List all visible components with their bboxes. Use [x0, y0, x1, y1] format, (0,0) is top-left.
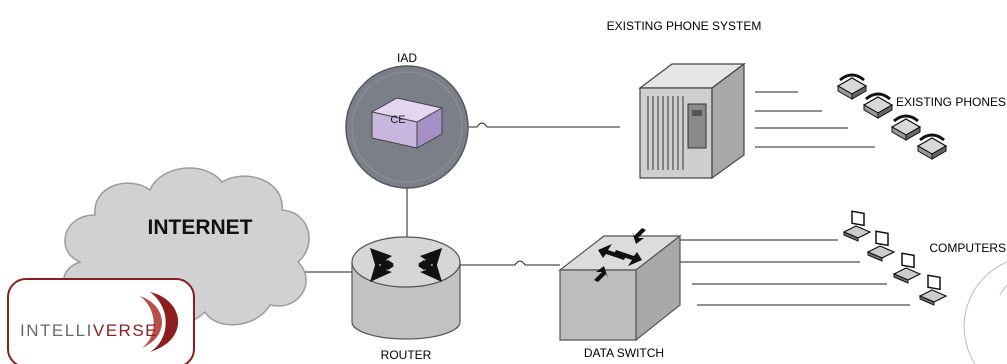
computer-icon — [866, 230, 896, 262]
computers-label: COMPUTERS — [929, 241, 1006, 255]
svg-text:INTELLIVERSE: INTELLIVERSE — [20, 321, 158, 340]
phone-icon — [862, 92, 894, 119]
intelliverse-logo: INTELLIVERSE — [7, 278, 195, 364]
connection-lines — [285, 91, 910, 306]
logo-swoosh-icon — [150, 292, 179, 352]
existing-phones: EXISTING PHONES — [836, 73, 1006, 160]
data-switch-label: DATA SWITCH — [584, 346, 664, 360]
computers: COMPUTERS — [842, 210, 1006, 306]
partial-circle-decoration — [963, 261, 1007, 364]
router-label: ROUTER — [381, 348, 432, 362]
iad-device: IAD CE — [345, 51, 469, 189]
existing-phones-label: EXISTING PHONES — [896, 95, 1006, 109]
computer-icon — [842, 210, 872, 242]
existing-phone-system-label: EXISTING PHONE SYSTEM — [607, 19, 762, 33]
phone-icon — [916, 133, 948, 160]
phone-icon — [890, 114, 922, 141]
internet-label: INTERNET — [148, 216, 253, 239]
logo-text-verse: VERSE — [93, 321, 158, 340]
iad-label: IAD — [397, 51, 417, 65]
logo-text-intelli: INTELLI — [20, 321, 93, 340]
ce-box-icon — [370, 97, 444, 149]
data-switch-device: DATA SWITCH — [558, 228, 682, 360]
router-device: ROUTER — [351, 236, 461, 362]
partial-circle-decoration — [999, 284, 1007, 296]
phone-system-device: EXISTING PHONE SYSTEM — [607, 19, 762, 180]
router-arrows-icon — [370, 248, 442, 282]
switch-arrows-icon — [594, 228, 646, 282]
phone-icon — [836, 73, 868, 100]
computer-icon — [918, 274, 948, 306]
ce-label: CE — [390, 114, 405, 126]
computer-icon — [892, 252, 922, 284]
